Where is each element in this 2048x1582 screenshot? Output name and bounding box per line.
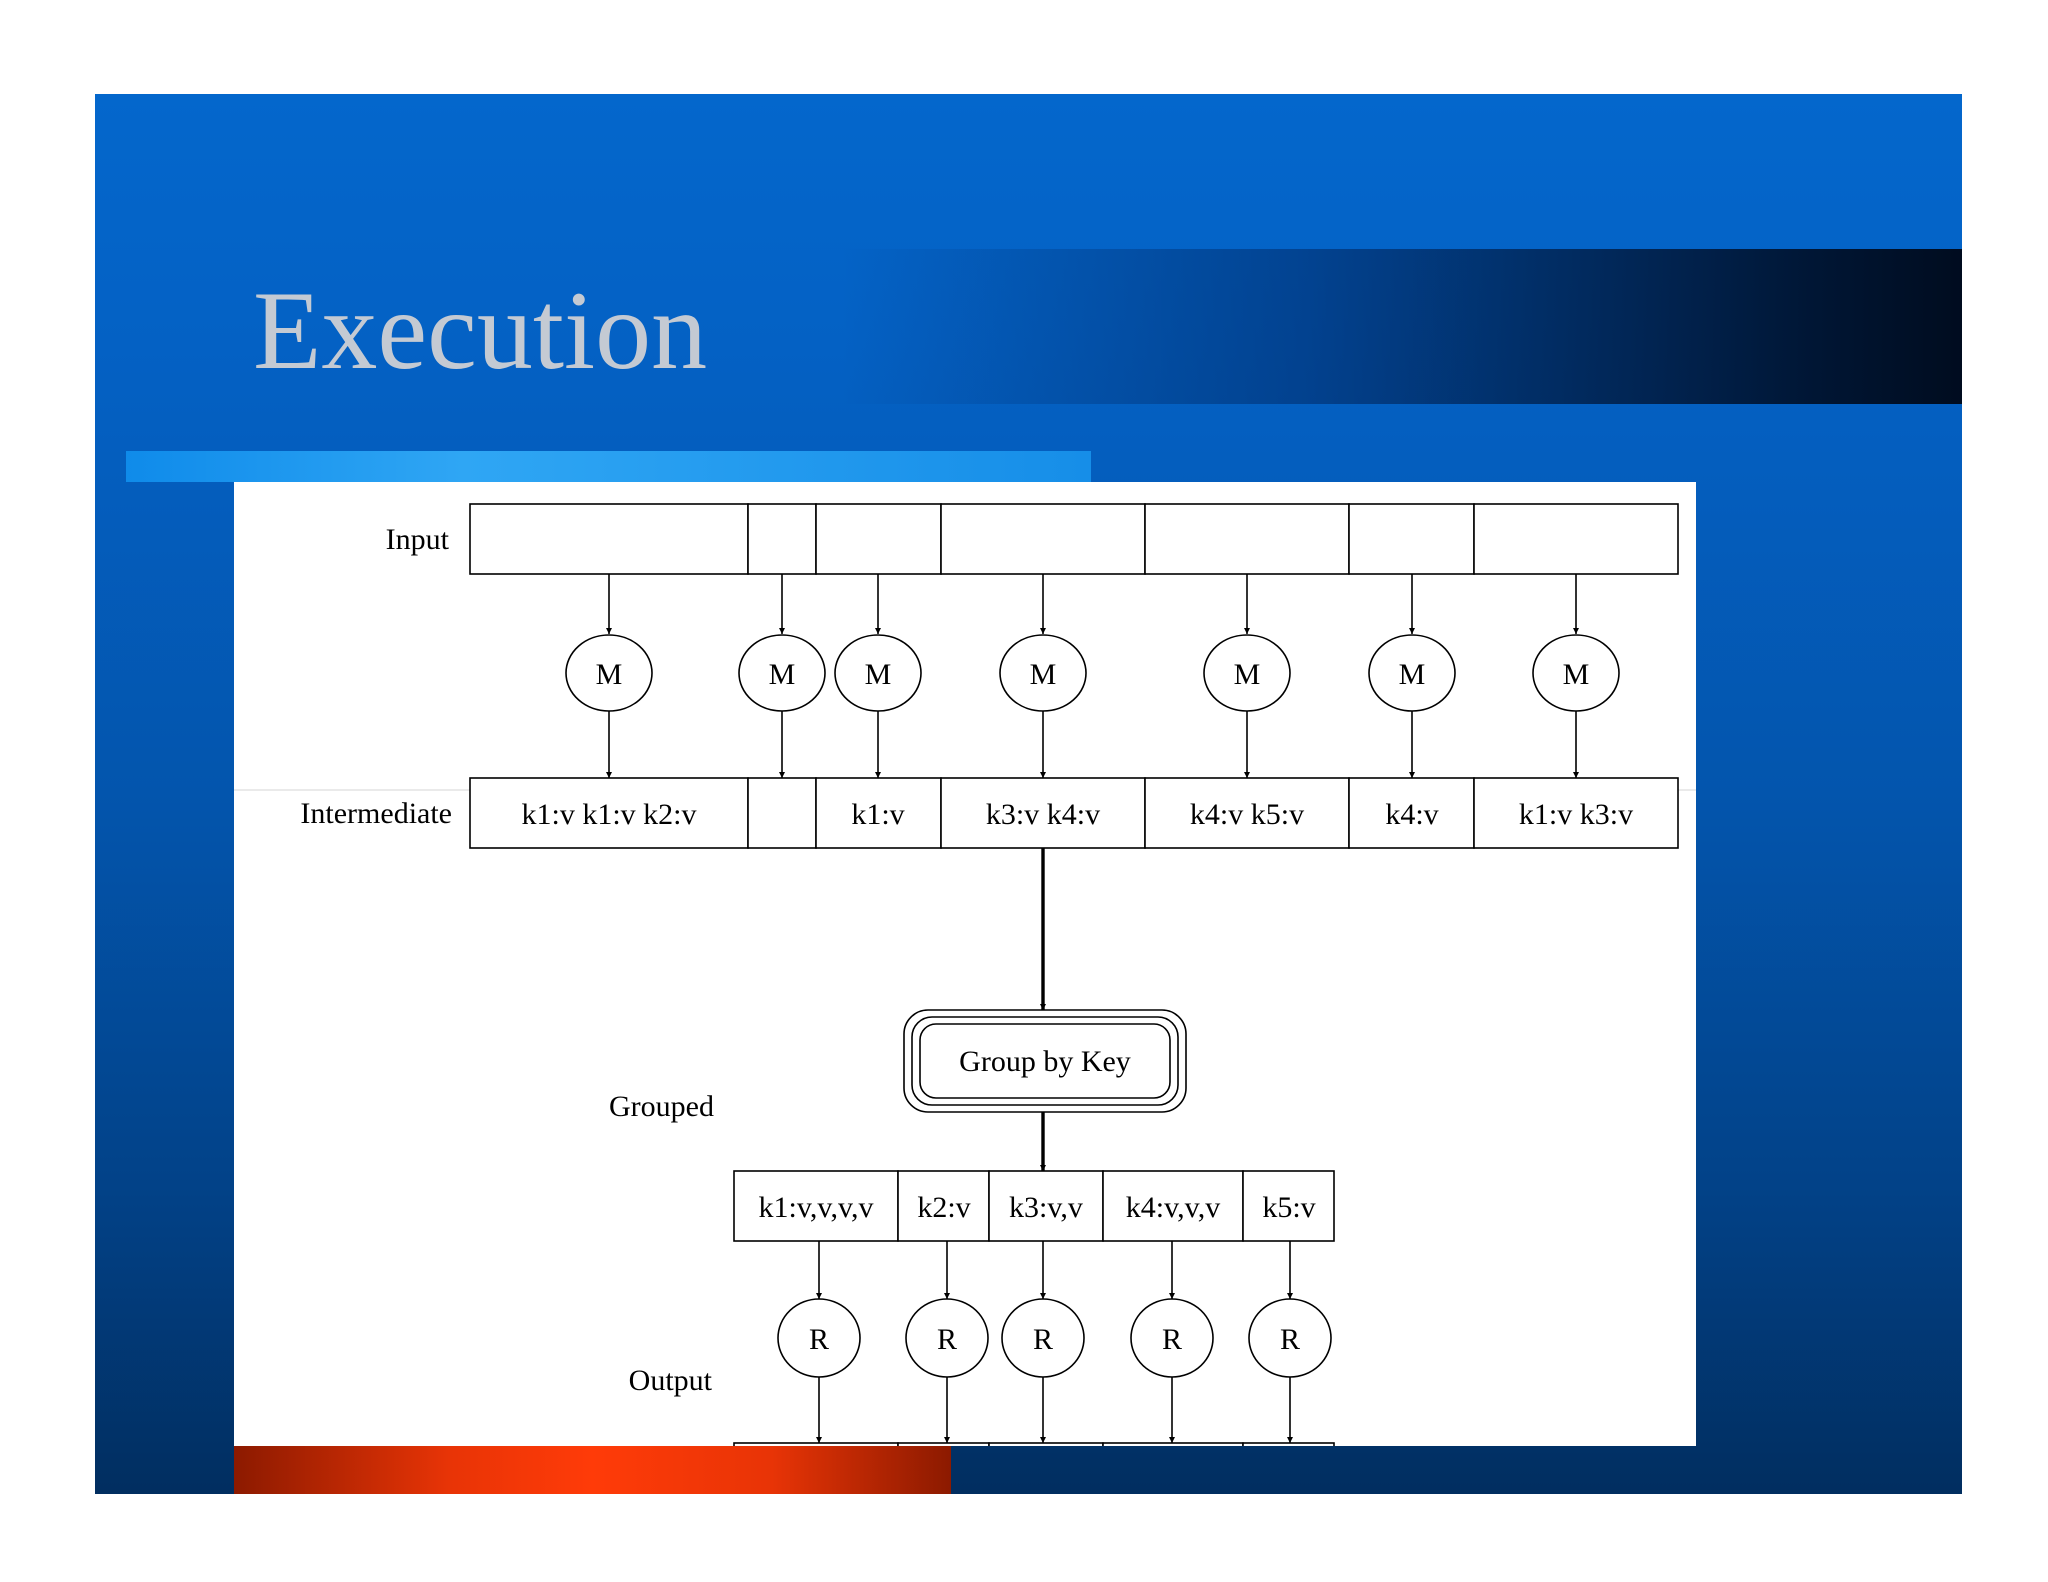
map-node: M (565, 634, 653, 712)
grouped-cell (897, 1170, 990, 1242)
reduce-node: R (1248, 1298, 1332, 1378)
accent-bar (126, 451, 1091, 482)
reduce-to-output-arrows (816, 1377, 1293, 1443)
intermediate-cell (1144, 777, 1350, 849)
svg-text:M: M (1399, 658, 1426, 691)
intermediate-cell-text: k1:v (851, 798, 904, 831)
bottom-accent-bar (234, 1446, 951, 1494)
grouped-cell-text: k3:v,v (1009, 1191, 1083, 1224)
output-cell (1242, 1442, 1335, 1494)
map-to-intermediate-arrows (606, 711, 1579, 778)
svg-text:R: R (1280, 1323, 1300, 1356)
input-label: Input (386, 523, 450, 556)
svg-text:M: M (865, 658, 892, 691)
grouped-cell (1102, 1170, 1244, 1242)
map-node: M (834, 634, 922, 712)
intermediate-cell-text: k1:v k1:v k2:v (521, 798, 696, 831)
reduce-node: R (1130, 1298, 1214, 1378)
grouped-label: Grouped (609, 1090, 714, 1123)
intermediate-cell-text: k4:v (1385, 798, 1438, 831)
input-cell (1473, 503, 1679, 575)
map-node: M (999, 634, 1087, 712)
input-to-map-arrows (606, 574, 1579, 634)
reduce-node: R (777, 1298, 861, 1378)
grouped-cell-text: k2:v (917, 1191, 970, 1224)
map-node: M (738, 634, 826, 712)
grouped-row: k1:v,v,v,v k2:v k3:v,v k4:v,v,v k5:v (733, 1170, 1335, 1242)
svg-text:R: R (1033, 1323, 1053, 1356)
intermediate-cell-text: k1:v k3:v (1519, 798, 1633, 831)
output-label: Output (629, 1364, 713, 1397)
map-node: M (1532, 634, 1620, 712)
input-cell (1348, 503, 1475, 575)
intermediate-cell (1348, 777, 1475, 849)
svg-text:R: R (937, 1323, 957, 1356)
grouped-cell (1242, 1170, 1335, 1242)
intermediate-cell (469, 777, 749, 849)
intermediate-cell (940, 777, 1146, 849)
svg-text:M: M (596, 658, 623, 691)
slide-title: Execution (253, 269, 708, 393)
output-cell (1102, 1442, 1244, 1494)
group-by-key-node: Group by Key (903, 1009, 1187, 1113)
intermediate-cell-text: k4:v k5:v (1190, 798, 1304, 831)
title-band (95, 249, 1962, 404)
output-cell (988, 1442, 1104, 1494)
reduce-nodes: R R R R R (777, 1298, 1332, 1378)
intermediate-label: Intermediate (300, 797, 452, 830)
grouped-cell-text: k1:v,v,v,v (759, 1191, 874, 1224)
input-cell (747, 503, 817, 575)
grouped-cell (733, 1170, 899, 1242)
map-node: M (1368, 634, 1456, 712)
input-cell (469, 503, 749, 575)
svg-text:R: R (1162, 1323, 1182, 1356)
slide: Execution Input Intermediate Grouped Out… (95, 94, 1962, 1494)
grouped-cell-text: k4:v,v,v (1126, 1191, 1220, 1224)
svg-text:R: R (809, 1323, 829, 1356)
map-nodes: M M M M M (565, 634, 1620, 712)
intermediate-row: k1:v k1:v k2:v k1:v k3:v k4:v k4:v k5:v … (469, 777, 1679, 849)
intermediate-cell (747, 777, 817, 849)
diagram-panel: Input Intermediate Grouped Output (234, 482, 1696, 1494)
svg-text:M: M (1030, 658, 1057, 691)
svg-text:M: M (1563, 658, 1590, 691)
svg-text:M: M (769, 658, 796, 691)
input-cell (815, 503, 942, 575)
group-by-key-label: Group by Key (959, 1045, 1131, 1078)
input-row (469, 503, 1679, 575)
intermediate-cell-text: k3:v k4:v (986, 798, 1100, 831)
mapreduce-diagram: Input Intermediate Grouped Output (234, 503, 1696, 1494)
input-cell (1144, 503, 1350, 575)
svg-text:M: M (1234, 658, 1261, 691)
reduce-node: R (905, 1298, 989, 1378)
grouped-cell-text: k5:v (1262, 1191, 1315, 1224)
grouped-to-reduce-arrows (816, 1241, 1293, 1299)
map-node: M (1203, 634, 1291, 712)
grouped-cell (988, 1170, 1104, 1242)
input-cell (940, 503, 1146, 575)
reduce-node: R (1001, 1298, 1085, 1378)
intermediate-cell (1473, 777, 1679, 849)
